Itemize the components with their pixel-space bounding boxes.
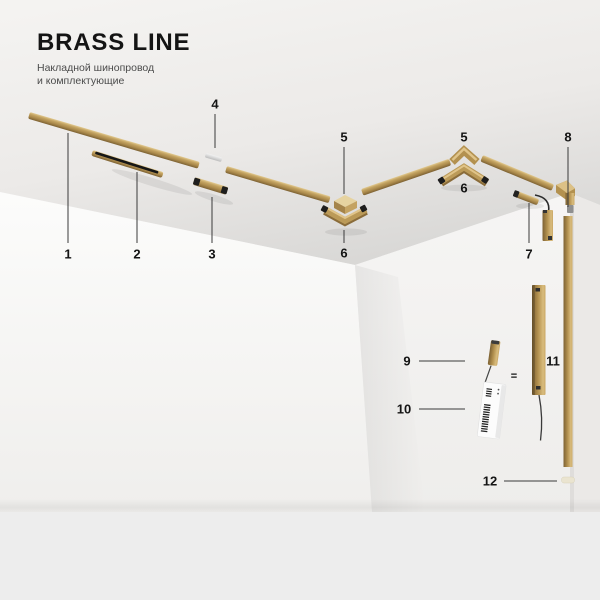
flexible-power-connector <box>512 190 553 241</box>
corner-connector-center <box>334 195 357 214</box>
ceiling-shadows <box>111 169 544 236</box>
scene-illustration <box>0 0 600 512</box>
legend <box>0 512 600 600</box>
corner-power-connector-right <box>437 163 490 187</box>
wall-track-vertical <box>563 216 573 467</box>
power-supply-wire <box>538 394 543 441</box>
decorative-cover-strip <box>91 150 164 178</box>
leader-lines <box>67 114 569 482</box>
corner-power-connector-center <box>320 204 368 227</box>
track-segment <box>361 159 451 196</box>
page-title: BRASS LINE <box>37 29 191 56</box>
power-supply-block <box>532 285 546 441</box>
subtitle-line-2: и комплектующие <box>37 75 125 87</box>
power-feed <box>484 340 501 383</box>
corner-connector-right <box>449 145 480 165</box>
page-subtitle: Накладной шинопровод и комплектующие <box>37 62 190 88</box>
track-surface-mounted <box>28 112 200 169</box>
track-segment <box>225 166 331 203</box>
inner-corner-connector <box>556 180 575 213</box>
flex-cable <box>534 194 550 213</box>
track-run-right <box>361 145 554 196</box>
track-run-left <box>28 112 331 203</box>
left-wall <box>0 192 372 512</box>
remote-transformer <box>477 381 507 440</box>
transformer-label-marks <box>480 388 493 433</box>
straight-power-connector <box>193 177 229 195</box>
wall-corner-shade <box>355 265 425 512</box>
ceiling-plane <box>0 0 600 265</box>
track-segment <box>480 155 554 191</box>
joining-plate <box>205 153 222 162</box>
far-wall <box>570 193 600 512</box>
header: BRASS LINE Накладной шинопровод и компле… <box>37 31 190 88</box>
end-cap <box>561 476 575 484</box>
subtitle-line-1: Накладной шинопровод <box>37 62 155 74</box>
floor-shadow <box>0 499 600 513</box>
